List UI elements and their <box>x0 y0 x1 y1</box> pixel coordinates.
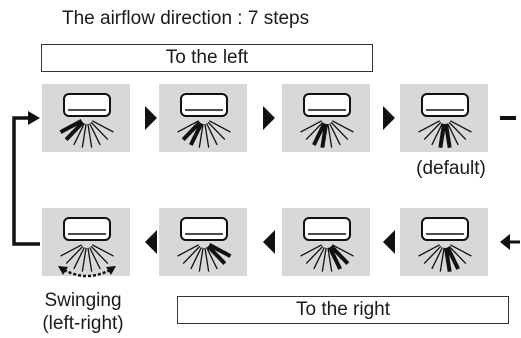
louver <box>60 244 83 257</box>
louver <box>431 123 443 146</box>
louver <box>329 123 341 146</box>
louver <box>208 120 231 133</box>
louver <box>300 120 323 133</box>
louver <box>423 245 442 265</box>
default-caption: (default) <box>416 158 486 179</box>
swinging-line-1: Swinging <box>44 290 122 311</box>
ac-unit-icon <box>300 93 354 148</box>
louver <box>418 120 441 133</box>
louver <box>198 247 204 272</box>
swinging-caption: Swinging (left-right) <box>28 289 138 335</box>
ac-unit-icon <box>418 93 472 148</box>
louver-highlighted <box>445 246 460 270</box>
louver <box>177 120 200 133</box>
ac-unit-icon <box>59 93 114 148</box>
right-connector-arrowhead <box>500 234 510 250</box>
louver <box>448 121 467 141</box>
louver <box>87 123 93 148</box>
louver-highlighted <box>181 120 202 141</box>
louver-highlighted <box>443 247 452 272</box>
left-arrow-3 <box>383 230 395 254</box>
louver <box>447 123 459 146</box>
louver <box>305 121 324 141</box>
louver-highlighted <box>312 122 327 146</box>
left-arrow-1 <box>145 230 157 254</box>
louver-highlighted <box>59 119 83 134</box>
louver <box>439 247 445 272</box>
louver <box>81 247 87 272</box>
louver <box>190 247 202 270</box>
louver-highlighted <box>329 244 350 265</box>
louver <box>327 123 333 148</box>
louver <box>89 123 101 146</box>
ac-unit-icon <box>300 217 354 272</box>
louver <box>73 247 85 270</box>
louver <box>423 121 442 141</box>
louver <box>90 245 109 265</box>
louver <box>331 244 354 257</box>
louver <box>204 123 210 148</box>
louver <box>89 247 101 270</box>
louver-highlighted <box>438 123 447 148</box>
left-arrow-2 <box>263 230 275 254</box>
louver <box>300 244 323 257</box>
louver <box>87 247 93 272</box>
louver-highlighted <box>208 243 232 258</box>
louver <box>330 121 349 141</box>
right-arrow-3 <box>383 106 395 130</box>
louver <box>182 245 201 265</box>
louver-highlighted <box>206 244 227 265</box>
louver <box>331 120 354 133</box>
ac-units <box>58 93 472 278</box>
louver-highlighted <box>327 246 342 270</box>
louver <box>207 121 226 141</box>
louver-highlighted <box>443 123 452 148</box>
swing-arrowhead-right <box>106 266 116 275</box>
louver-highlighted <box>320 123 329 148</box>
louver <box>449 120 472 133</box>
louver <box>73 123 85 146</box>
louver <box>206 123 218 146</box>
to-the-right-label: To the right <box>177 296 509 324</box>
louver <box>305 245 324 265</box>
louver <box>177 244 200 257</box>
swing-arrowhead-left <box>58 266 68 275</box>
ac-unit-icon <box>177 217 232 272</box>
louver <box>90 121 109 141</box>
louver <box>327 247 333 272</box>
louver <box>431 247 443 270</box>
ac-unit-icon <box>58 217 116 278</box>
louver <box>449 244 472 257</box>
louver <box>448 245 467 265</box>
left-loop-connector <box>12 116 40 246</box>
louver-highlighted <box>64 120 85 141</box>
right-arrow-1 <box>145 106 157 130</box>
right-arrow-2 <box>263 106 275 130</box>
to-the-left-label: To the left <box>41 44 373 72</box>
ac-unit-icon <box>418 217 472 272</box>
louver <box>65 245 84 265</box>
louver <box>418 244 441 257</box>
louver <box>206 247 218 270</box>
diagram-title: The airflow direction : 7 steps <box>62 8 310 29</box>
louver <box>204 247 210 272</box>
louver <box>198 123 204 148</box>
louver <box>313 247 325 270</box>
louver <box>321 247 327 272</box>
swinging-line-2: (left-right) <box>42 313 124 334</box>
louver-highlighted <box>189 122 204 146</box>
louver <box>81 123 87 148</box>
louver <box>91 244 114 257</box>
left-loop-arrowhead <box>28 111 40 125</box>
louver <box>91 120 114 133</box>
ac-unit-icon <box>177 93 231 148</box>
